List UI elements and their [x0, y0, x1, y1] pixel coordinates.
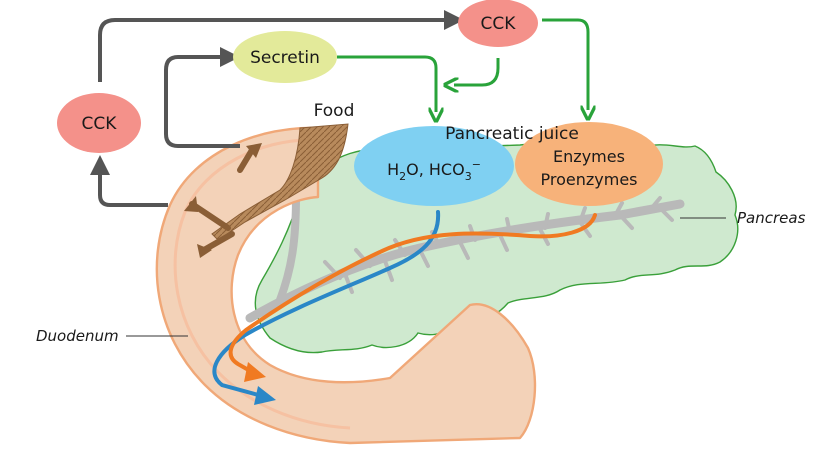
secretin-node [233, 31, 337, 83]
cck-to-cck-arrow [98, 10, 464, 82]
enzyme-flow [228, 213, 597, 374]
duodenum-label: Duodenum [36, 327, 119, 345]
secretin-label: Secretin [250, 48, 320, 68]
proenzymes-label: Proenzymes [541, 170, 638, 189]
cck-to-secretin-arrow [454, 58, 500, 85]
pancreatic-duct [245, 192, 685, 323]
bicarbonate-flow-head [254, 386, 276, 405]
bicarbonate-label: H2O, HCO3− [387, 158, 481, 183]
food-shape [211, 123, 349, 241]
enzyme-flow-head [244, 362, 266, 382]
duodenum-to-secretin-arrow [164, 47, 240, 148]
cck-top-node [458, 0, 538, 47]
pancreas-label: Pancreas [737, 209, 806, 227]
cck-to-enzymes-arrow [542, 18, 588, 110]
enzymes-label: Enzymes [553, 147, 625, 166]
bicarbonate-flow [212, 210, 441, 398]
cck-left-node [57, 93, 141, 153]
food-label: Food [314, 101, 355, 121]
bicarbonate-node [354, 126, 514, 206]
food-arrowheads [184, 143, 262, 258]
cck-top-label: CCK [481, 14, 517, 34]
duodenum-inner-band [173, 138, 351, 430]
secretin-to-juice-arrow [337, 55, 436, 112]
enzymes-node [515, 122, 663, 206]
pancreatic-juice-label: Pancreatic juice [445, 124, 579, 144]
cck-left-label: CCK [82, 114, 118, 134]
duodenum-to-cck-arrow [90, 155, 168, 207]
food-arrows [189, 147, 255, 253]
